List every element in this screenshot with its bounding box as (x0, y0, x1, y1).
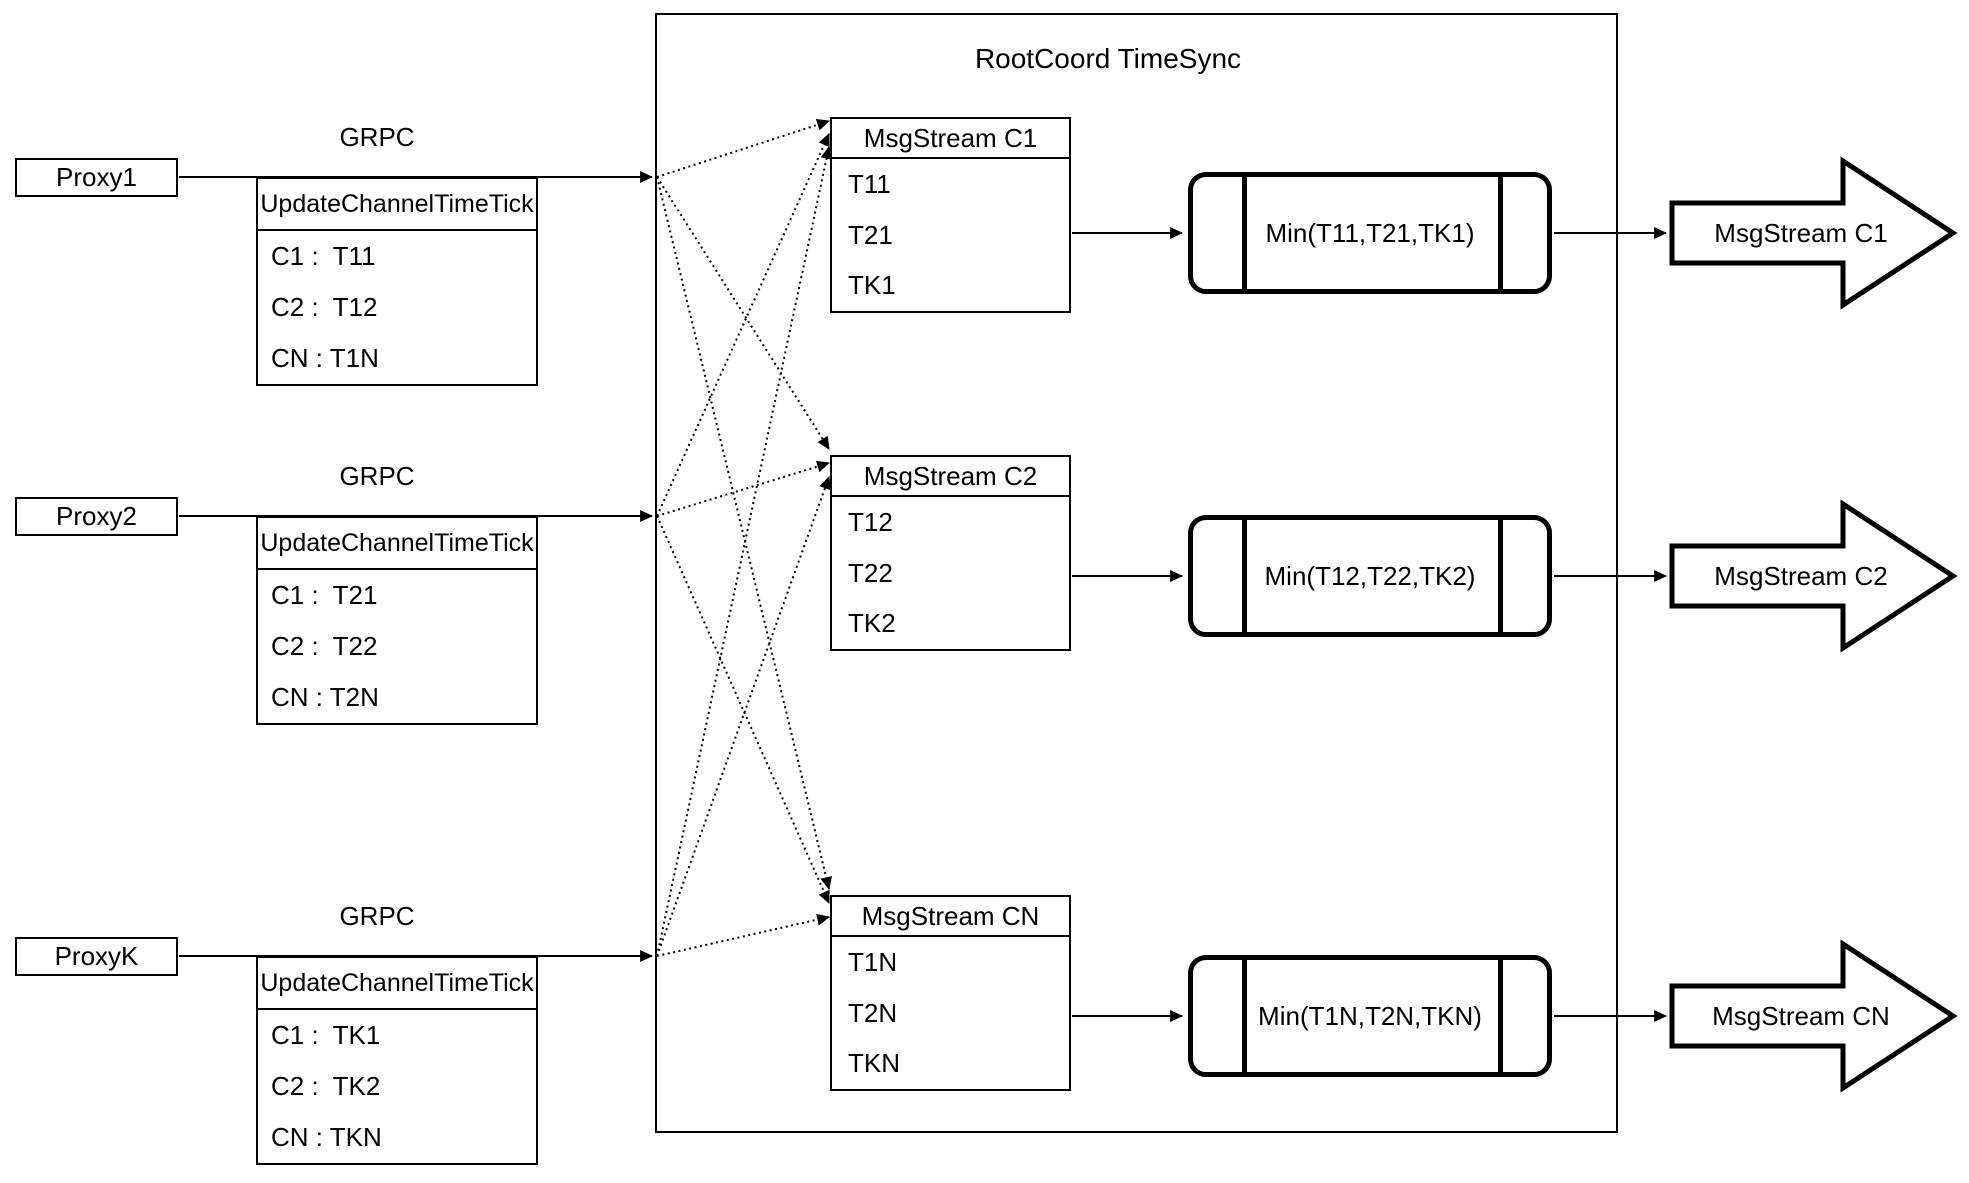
fanout-pk-cn (656, 913, 831, 957)
process-bar-icon (1242, 177, 1247, 289)
proxyk-tick-c1: C1 : TK1 (271, 1020, 381, 1050)
rootcoord-title: RootCoord TimeSync (974, 43, 1242, 74)
msgstream-cn-table: MsgStream CN T1N T2N TKN (830, 895, 1071, 1091)
proxyk-label: ProxyK (54, 941, 139, 971)
proxy2-box: Proxy2 (15, 497, 178, 536)
output-arrow-shapes (1669, 156, 1958, 1093)
min-cn-label: Min(T1N,T2N,TKN) (1258, 1000, 1482, 1031)
rootcoord-container (655, 13, 1618, 1133)
fanout-p1-c1 (656, 119, 831, 178)
msgstream-c2-header: MsgStream C2 (832, 457, 1069, 497)
proxyk-box: ProxyK (15, 937, 178, 976)
timetick-fanout-arrows (656, 119, 833, 957)
proxy2-tick-cn: CN : T2N (271, 682, 379, 712)
msgstream-c2-row-t22: T22 (848, 557, 893, 588)
msgstream-c1-table: MsgStream C1 T11 T21 TK1 (830, 117, 1071, 313)
proxy1-tick-c2: C2 : T12 (271, 292, 378, 322)
proxy2-timetick-header: UpdateChannelTimeTick (258, 518, 536, 570)
msgstream-cn-header: MsgStream CN (832, 897, 1069, 937)
grpc-label-3: GRPC (339, 900, 415, 931)
output-arrow-c1-shape (1669, 156, 1958, 310)
min-to-output-arrows (1554, 227, 1668, 1022)
proxyk-timetick-header: UpdateChannelTimeTick (258, 958, 536, 1010)
min-cn-process: Min(T1N,T2N,TKN) (1188, 955, 1552, 1077)
proxy1-timetick-table: UpdateChannelTimeTick C1 : T11 C2 : T12 … (256, 177, 538, 386)
fanout-pk-c1 (656, 145, 833, 957)
msgstream-c1-row-tk1: TK1 (848, 270, 896, 301)
table-to-min-arrows (1072, 227, 1184, 1022)
proxyk-tick-c2: C2 : TK2 (271, 1071, 381, 1101)
process-bar-icon (1242, 520, 1247, 632)
process-bar-icon (1242, 960, 1247, 1072)
msgstream-c2-table: MsgStream C2 T12 T22 TK2 (830, 455, 1071, 651)
fanout-p1-c2 (656, 176, 830, 450)
proxy1-tick-c1: C1 : T11 (271, 241, 376, 271)
fanout-p1-cn (656, 176, 832, 891)
min-c1-process: Min(T11,T21,TK1) (1188, 172, 1552, 294)
grpc-label-2: GRPC (339, 460, 415, 491)
process-bar-icon (1498, 177, 1503, 289)
msgstream-c1-row-t21: T21 (848, 219, 893, 250)
output-arrow-c2-shape (1669, 499, 1958, 653)
msgstream-c1-row-t11: T11 (848, 168, 891, 199)
proxy2-tick-c1: C1 : T21 (271, 580, 378, 610)
msgstream-cn-row-t1n: T1N (848, 946, 898, 977)
fanout-p2-cn (656, 515, 830, 904)
msgstream-c2-row-tk2: TK2 (848, 608, 896, 639)
proxyk-timetick-table: UpdateChannelTimeTick C1 : TK1 C2 : TK2 … (256, 956, 538, 1165)
fanout-p2-c2 (656, 460, 831, 517)
fanout-pk-c2 (656, 475, 831, 957)
msgstream-c1-header: MsgStream C1 (832, 119, 1069, 159)
proxy1-label: Proxy1 (56, 162, 137, 192)
proxy1-tick-cn: CN : T1N (271, 343, 379, 373)
output-arrow-c1-label: MsgStream C1 (1714, 217, 1888, 248)
proxy1-timetick-header: UpdateChannelTimeTick (258, 179, 536, 231)
msgstream-cn-row-t2n: T2N (848, 997, 898, 1028)
fanout-p2-c1 (656, 133, 830, 517)
proxy2-tick-c2: C2 : T22 (271, 631, 378, 661)
proxy2-label: Proxy2 (56, 501, 137, 531)
proxy1-box: Proxy1 (15, 158, 178, 197)
msgstream-cn-row-tkn: TKN (848, 1048, 900, 1079)
msgstream-c2-row-t12: T12 (848, 506, 893, 537)
process-bar-icon (1498, 960, 1503, 1072)
min-c2-process: Min(T12,T22,TK2) (1188, 515, 1552, 637)
output-arrow-c2-label: MsgStream C2 (1714, 560, 1888, 591)
proxy2-timetick-table: UpdateChannelTimeTick C1 : T21 C2 : T22 … (256, 516, 538, 725)
process-bar-icon (1498, 520, 1503, 632)
output-arrow-cn-shape (1669, 939, 1958, 1093)
grpc-label-1: GRPC (339, 121, 415, 152)
min-c2-label: Min(T12,T22,TK2) (1264, 560, 1476, 591)
output-arrow-cn-label: MsgStream CN (1712, 1000, 1890, 1031)
min-c1-label: Min(T11,T21,TK1) (1265, 217, 1475, 248)
proxyk-tick-cn: CN : TKN (271, 1122, 382, 1152)
